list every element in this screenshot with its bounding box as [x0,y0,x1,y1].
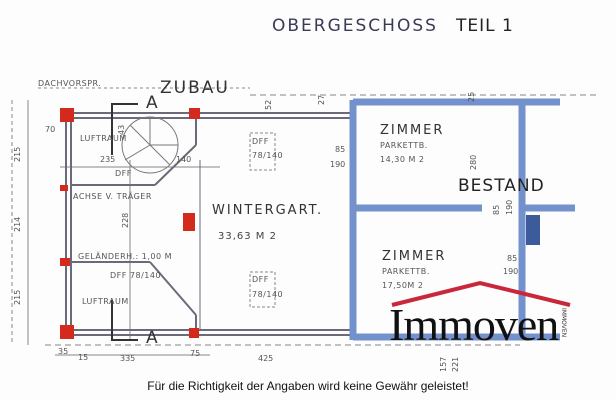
room-zimmer2-floor: PARKETTB. [382,267,430,276]
section-markers [111,103,138,341]
dim-b425: 425 [258,354,274,363]
dim-215a: 215 [13,146,22,162]
room-zimmer1-name: ZIMMER [380,123,445,138]
dim-b75: 75 [190,349,201,358]
dim-b35: 35 [58,347,69,356]
dim-b221: 221 [451,356,460,372]
label-luftraum-bottom: LUFTRAUM [82,297,129,306]
skylights [249,132,276,308]
dim-190b: 190 [505,199,514,215]
disclaimer: Für die Richtigkeit der Angaben wird kei… [147,379,469,393]
dim-228: 228 [121,212,130,228]
dim-190c: 190 [503,267,519,276]
dim-b15: 15 [78,353,89,362]
dim-27: 27 [317,94,326,105]
label-luftraum-top: LUFTRAUM [80,134,127,143]
existing-walls [349,98,575,341]
room-zimmer1-floor: PARKETTB. [380,141,428,150]
room-zimmer2-area: 17,50M 2 [382,281,424,290]
dim-b335: 335 [120,354,136,363]
dim-43: 43 [117,124,126,135]
section-marker-top: A [146,93,158,113]
extension-walls [60,112,350,336]
dim-85c: 85 [507,254,518,263]
dim-b157: 157 [439,356,448,372]
logo-roof [391,280,571,307]
chimney [526,215,540,245]
dim-70: 70 [45,125,56,134]
room-wintergarten-area: 33,63 M 2 [218,231,277,242]
label-dff-bottom-size: 78/140 [252,290,284,299]
title-part: TEIL 1 [456,16,514,36]
dim-25: 25 [467,91,476,102]
dim-235: 235 [100,155,116,164]
spiral-stair [121,116,179,174]
room-wintergarten-name: WINTERGART. [212,203,324,218]
label-gelaender: GELÄNDERH.: 1,00 M [78,252,173,261]
label-achse: ACHSE V. TRÄGER [73,192,152,201]
room-zimmer1-area: 14,30 M 2 [380,155,425,164]
logo-small-text: IMMOVEN [560,308,567,338]
dim-140: 140 [176,155,192,164]
columns [60,108,200,339]
room-zimmer2-name: ZIMMER [382,249,447,264]
dim-52: 52 [264,99,273,110]
label-dachvorsprung: DACHVORSPR. [38,79,102,88]
logo-immoven: Immoven [389,299,559,350]
label-zubau: ZUBAU [160,78,230,98]
dim-215b: 215 [13,289,22,305]
label-bestand: BESTAND [458,176,545,196]
label-dff-stair: DFF [115,169,132,178]
label-dff-top-size: 78/140 [252,151,284,160]
dim-214: 214 [13,216,22,232]
title-main: OBERGESCHOSS [272,16,438,36]
dim-280: 280 [469,154,478,170]
dim-85b: 85 [492,204,501,215]
label-dff-bottom: DFF [252,275,269,284]
dimension-lines [11,87,600,356]
label-dff-left: DFF 78/140 [110,271,162,280]
label-dff-top: DFF [252,137,269,146]
section-marker-bottom: A [146,328,158,348]
dim-85a: 85 [335,145,346,154]
dim-190a: 190 [330,160,346,169]
